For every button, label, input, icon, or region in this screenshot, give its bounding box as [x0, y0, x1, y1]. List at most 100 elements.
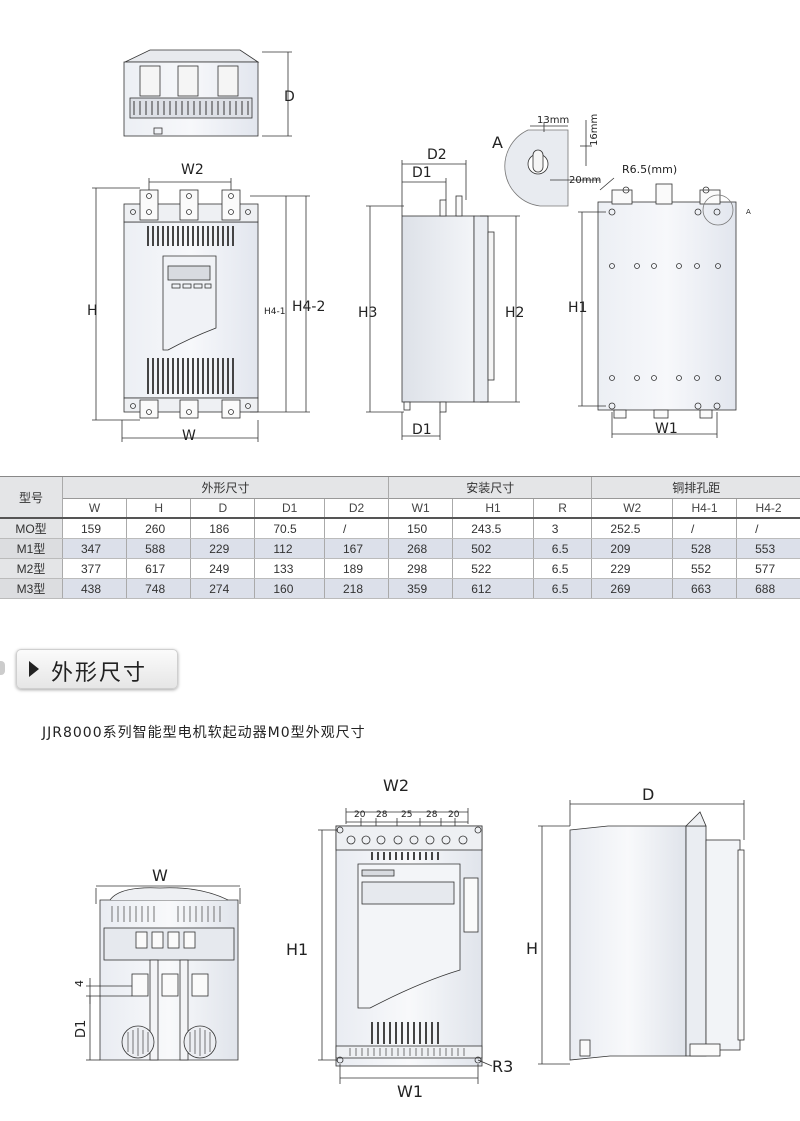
table-cell: 150	[388, 518, 453, 539]
table-cell: 209	[591, 538, 673, 559]
table-cell: 249	[190, 558, 255, 579]
dim-label-r6-5: R6.5(mm)	[622, 163, 677, 176]
table-cell: 268	[388, 538, 453, 559]
table-cell: 6.5	[532, 538, 592, 559]
table-cell: 167	[323, 538, 389, 559]
table-col-d: D	[190, 498, 255, 519]
table-cell: 159	[61, 518, 127, 539]
table-cell: 6.5	[532, 558, 592, 579]
table-cell: /	[671, 518, 737, 539]
table-cell-model: MO型	[0, 518, 63, 539]
dim-label-w2: W2	[383, 776, 409, 795]
table-cell: 112	[254, 538, 325, 559]
table-cell: 252.5	[591, 518, 673, 539]
dim-label-h1: H1	[286, 940, 308, 959]
table-cell: 347	[61, 538, 127, 559]
table-cell: 160	[254, 578, 325, 599]
table-cell: 298	[388, 558, 453, 579]
dim-label-h: H	[526, 939, 538, 958]
dim-label-w1: W1	[397, 1082, 423, 1101]
section-title-tab: 外形尺寸	[16, 649, 178, 689]
table-group-outline: 外形尺寸	[61, 476, 389, 499]
dim-label-h1: H1	[568, 300, 587, 316]
table-cell: 229	[591, 558, 673, 579]
table-cell: 438	[61, 578, 127, 599]
table-cell: 269	[591, 578, 673, 599]
table-col-h1: H1	[452, 498, 534, 519]
table-row: MO型 159 260 186 70.5 / 150 243.5 3 252.5…	[0, 518, 800, 539]
dim-label-20-left: 20	[354, 810, 366, 820]
dim-label-16mm: 16mm	[589, 114, 600, 146]
dim-label-w2: W2	[181, 162, 204, 178]
table-cell: 577	[736, 558, 800, 579]
table-col-w1: W1	[388, 498, 453, 519]
table-cell: 552	[671, 558, 737, 579]
table-cell: 748	[126, 578, 191, 599]
rear-view-drawing	[578, 177, 737, 438]
dim-label-w1: W1	[655, 421, 678, 437]
table-row: M3型 438 748 274 160 218 359 612 6.5 269 …	[0, 578, 800, 599]
table-cell: 133	[254, 558, 325, 579]
table-col-r: R	[532, 498, 592, 519]
table-cell: 359	[388, 578, 453, 599]
table-cell: 377	[61, 558, 127, 579]
side-view-drawing	[366, 160, 520, 440]
top-view-drawing	[123, 49, 292, 137]
table-cell: 186	[190, 518, 255, 539]
dim-label-h4-2: H4-2	[292, 299, 325, 315]
dim-label-h4-1: H4-1	[264, 307, 285, 317]
dim-label-20-right: 20	[448, 810, 460, 820]
triangle-right-icon	[29, 661, 39, 677]
dim-label-d2: D2	[427, 147, 447, 163]
table-header-model: 型号	[0, 476, 63, 519]
table-cell: 70.5	[254, 518, 325, 539]
dim-label-d: D	[284, 89, 295, 105]
table-cell: 243.5	[452, 518, 534, 539]
m0-bottom-view-drawing	[86, 885, 241, 1061]
dim-label-28-right: 28	[426, 810, 438, 820]
table-col-w2: W2	[591, 498, 673, 519]
dim-label-w: W	[182, 428, 196, 444]
table-col-h4-1: H4-1	[671, 498, 737, 519]
m0-side-view-drawing	[538, 800, 745, 1065]
dim-label-h: H	[87, 303, 98, 319]
table-cell: 612	[452, 578, 534, 599]
table-cell: 688	[736, 578, 800, 599]
detail-a-drawing	[504, 120, 600, 207]
figure-caption: JJR8000系列智能型电机软起动器M0型外观尺寸	[42, 725, 366, 741]
dimension-table: 型号 外形尺寸 安装尺寸 铜排孔距 W H D D1 D2 W1 H1 R W2…	[0, 476, 800, 599]
table-cell: /	[323, 518, 389, 539]
table-group-busbar: 铜排孔距	[591, 476, 800, 499]
table-cell: 553	[736, 538, 800, 559]
table-cell: 189	[323, 558, 389, 579]
table-cell: 502	[452, 538, 534, 559]
table-cell: 218	[323, 578, 389, 599]
dim-label-25: 25	[401, 810, 412, 820]
table-col-d2: D2	[323, 498, 389, 519]
dim-label-20mm: 20mm	[569, 175, 601, 186]
top-drawings: D W2 H H4-1 H4-2 W D2 D1 D1 H3 H2 H1 W1 …	[87, 49, 751, 444]
table-cell: 260	[126, 518, 191, 539]
dim-label-w: W	[152, 866, 168, 885]
dim-label-d1-bottom: D1	[412, 422, 432, 438]
table-col-w: W	[61, 498, 127, 519]
table-cell: 274	[190, 578, 255, 599]
detail-ref-a: A	[746, 208, 751, 216]
table-cell: 229	[190, 538, 255, 559]
table-row: M1型 347 588 229 112 167 268 502 6.5 209 …	[0, 538, 800, 559]
table-cell: 6.5	[532, 578, 592, 599]
table-cell-model: M1型	[0, 538, 63, 559]
dim-label-r3: R3	[492, 1057, 513, 1076]
table-cell-model: M3型	[0, 578, 63, 599]
table-col-h: H	[126, 498, 191, 519]
table-cell: 588	[126, 538, 191, 559]
dim-label-4: 4	[73, 980, 86, 987]
dim-label-d1-top: D1	[412, 165, 432, 181]
table-cell: 522	[452, 558, 534, 579]
detail-label-a: A	[492, 133, 503, 152]
table-cell: 617	[126, 558, 191, 579]
table-cell: 663	[671, 578, 737, 599]
table-row: M2型 377 617 249 133 189 298 522 6.5 229 …	[0, 558, 800, 579]
dim-label-d: D	[642, 785, 654, 804]
dim-label-28-left: 28	[376, 810, 388, 820]
